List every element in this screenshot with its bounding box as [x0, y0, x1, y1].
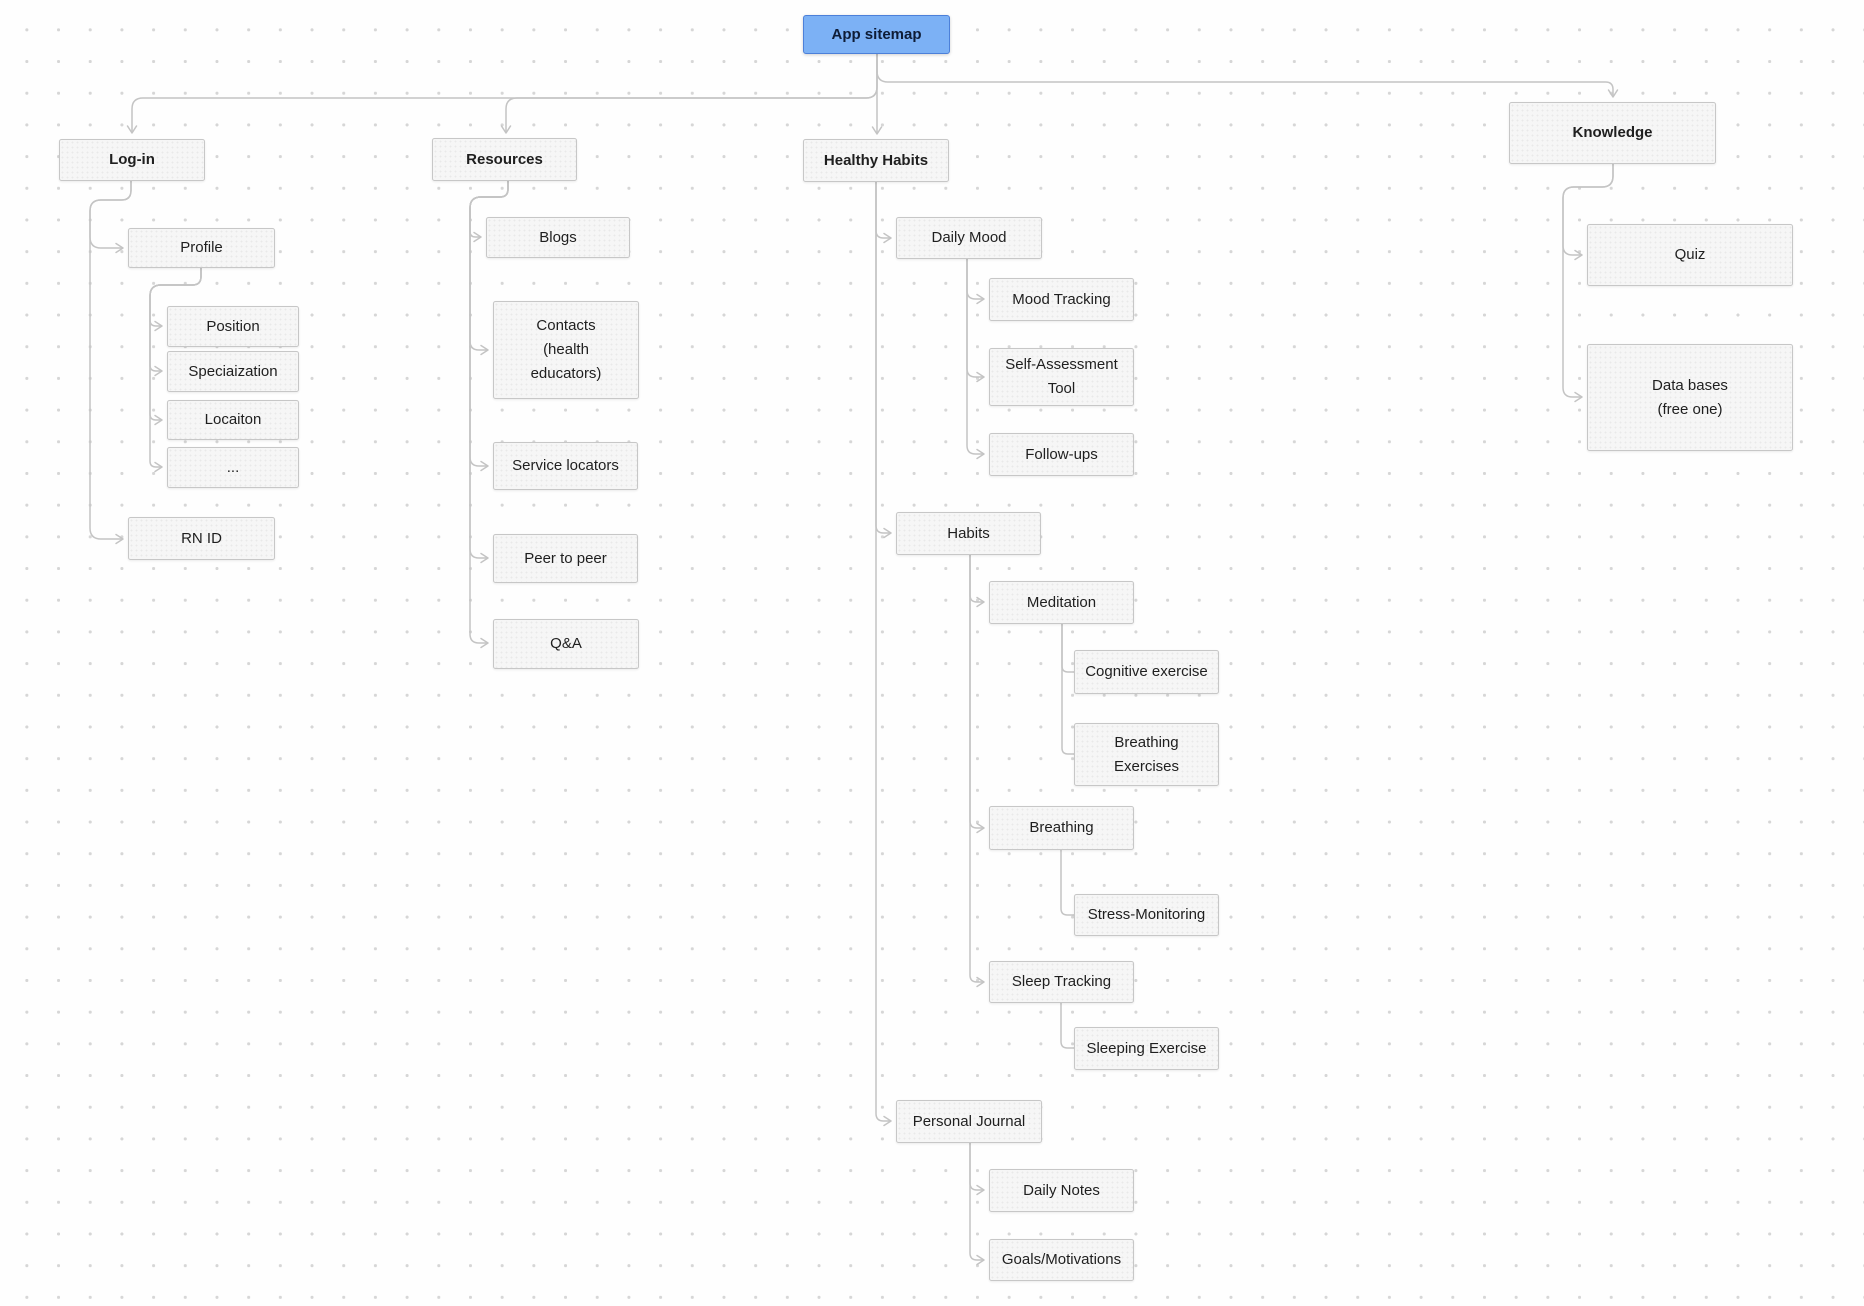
node-rn-id[interactable]: RN ID	[128, 517, 275, 560]
node-resources[interactable]: Resources	[432, 138, 577, 181]
node-stress-monitoring[interactable]: Stress-Monitoring	[1074, 894, 1219, 936]
edge-sleep-tracking-to-sleeping-exercise	[1060, 1003, 1074, 1049]
node-mood-tracking[interactable]: Mood Tracking	[989, 278, 1134, 321]
edge-meditation-to-breathing-exercises	[1061, 624, 1074, 755]
node-breathing[interactable]: Breathing	[989, 806, 1134, 850]
edge-log-in-to-profile	[89, 181, 132, 254]
edge-daily-mood-to-mood-tracking	[966, 259, 985, 305]
node-app-sitemap[interactable]: App sitemap	[803, 15, 950, 54]
edge-breathing-to-stress-monitoring	[1060, 850, 1074, 916]
edge-healthy-habits-to-daily-mood	[875, 182, 892, 244]
edge-app-sitemap-to-log-in	[126, 54, 878, 134]
edge-daily-mood-to-self-assessment	[966, 259, 985, 383]
edge-log-in-to-rn-id	[89, 181, 132, 545]
node-q-and-a[interactable]: Q&A	[493, 619, 639, 669]
node-knowledge[interactable]: Knowledge	[1509, 102, 1716, 164]
node-breathing-exercises[interactable]: Breathing Exercises	[1074, 723, 1219, 786]
node-position[interactable]: Position	[167, 306, 299, 347]
edge-daily-mood-to-follow-ups	[966, 259, 985, 460]
node-blogs[interactable]: Blogs	[486, 217, 630, 258]
node-daily-notes[interactable]: Daily Notes	[989, 1169, 1134, 1212]
edge-personal-journal-to-goals-motivations	[969, 1143, 985, 1266]
node-meditation[interactable]: Meditation	[989, 581, 1134, 624]
node-goals-motivations[interactable]: Goals/Motivations	[989, 1239, 1134, 1281]
node-peer-to-peer[interactable]: Peer to peer	[493, 534, 638, 583]
node-habits[interactable]: Habits	[896, 512, 1041, 555]
node-personal-journal[interactable]: Personal Journal	[896, 1100, 1042, 1143]
edge-habits-to-meditation	[969, 555, 985, 608]
node-log-in[interactable]: Log-in	[59, 139, 205, 181]
node-sleeping-exercise[interactable]: Sleeping Exercise	[1074, 1027, 1219, 1070]
edge-habits-to-sleep-tracking	[969, 555, 985, 988]
node-service-locators[interactable]: Service locators	[493, 442, 638, 490]
node-profile[interactable]: Profile	[128, 228, 275, 268]
node-speciaization[interactable]: Speciaization	[167, 351, 299, 392]
node-follow-ups[interactable]: Follow-ups	[989, 433, 1134, 476]
edge-app-sitemap-to-knowledge	[876, 54, 1619, 98]
edge-app-sitemap-to-resources	[500, 54, 878, 134]
node-contacts[interactable]: Contacts (health educators)	[493, 301, 639, 399]
edge-healthy-habits-to-personal-journal	[875, 182, 892, 1127]
edge-meditation-to-cognitive-exercise	[1061, 624, 1074, 673]
node-self-assessment[interactable]: Self-Assessment Tool	[989, 348, 1134, 406]
node-daily-mood[interactable]: Daily Mood	[896, 217, 1042, 259]
node-data-bases[interactable]: Data bases (free one)	[1587, 344, 1793, 451]
node-quiz[interactable]: Quiz	[1587, 224, 1793, 286]
node-sleep-tracking[interactable]: Sleep Tracking	[989, 961, 1134, 1003]
node-locaiton[interactable]: Locaiton	[167, 400, 299, 440]
edge-habits-to-breathing	[969, 555, 985, 834]
edge-healthy-habits-to-habits	[875, 182, 892, 539]
edge-personal-journal-to-daily-notes	[969, 1143, 985, 1196]
node-profile-more[interactable]: ...	[167, 447, 299, 488]
node-healthy-habits[interactable]: Healthy Habits	[803, 139, 949, 182]
node-cognitive-exercise[interactable]: Cognitive exercise	[1074, 650, 1219, 694]
